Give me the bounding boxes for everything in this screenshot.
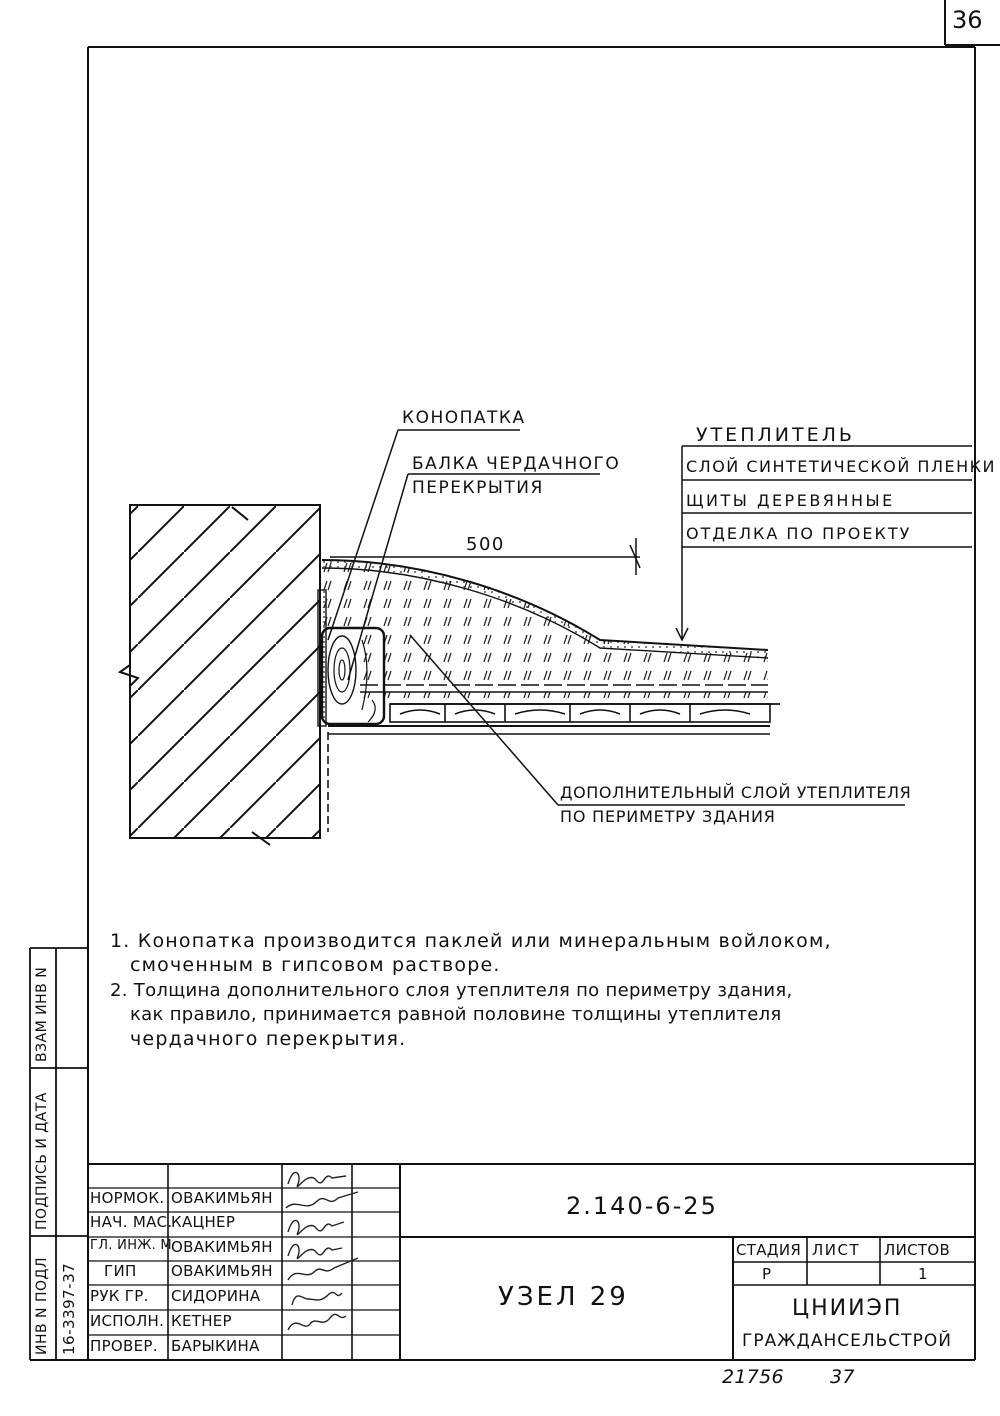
side-strip-lines	[29, 947, 88, 1360]
sheet-header: ЛИСТ	[812, 1241, 861, 1259]
wooden-boards	[328, 703, 771, 735]
strip-inv-number: 16-3397-37	[60, 1262, 78, 1355]
tb-role: ПРОВЕР.	[90, 1337, 158, 1355]
sheets-header: ЛИСТОВ	[884, 1241, 951, 1259]
note-2-line3: чердачного перекрытия.	[130, 1028, 407, 1050]
tb-role: ГЛ. ИНЖ. М	[90, 1238, 172, 1253]
tb-name: ОВАКИМЬЯН	[171, 1262, 273, 1280]
page-frame	[30, 0, 1000, 1361]
org-name-1: ЦНИИЭП	[792, 1296, 903, 1321]
page-number: 36	[952, 6, 983, 34]
label-beam-line1: БАЛКА ЧЕРДАЧНОГО	[412, 454, 621, 474]
sheets-value: 1	[918, 1265, 928, 1283]
tb-name: СИДОРИНА	[171, 1287, 261, 1305]
label-boards: ЩИТЫ ДЕРЕВЯННЫЕ	[686, 491, 895, 510]
note-1-line1: 1. Конопатка производится паклей или мин…	[110, 930, 832, 952]
tb-name: БАРЫКИНА	[171, 1337, 260, 1355]
signatures	[285, 1171, 359, 1331]
tb-role: ИСПОЛН.	[90, 1312, 165, 1330]
tb-name: ОВАКИМЬЯН	[171, 1189, 273, 1207]
attic-beam	[317, 589, 386, 727]
label-konopatka: КОНОПАТКА	[402, 408, 526, 428]
dimension-500: 500	[466, 534, 505, 555]
strip-podpis-data: ПОДПИСЬ И ДАТА	[34, 1092, 50, 1230]
note-2-line1: 2. Толщина дополнительного слоя утеплите…	[110, 980, 793, 1001]
insulation-layer	[321, 559, 780, 705]
strip-inv-podl: ИНВ N ПОДЛ	[34, 1257, 50, 1355]
tb-role: НОРМОК.	[90, 1189, 165, 1207]
label-extra-layer-1: ДОПОЛНИТЕЛЬНЫЙ СЛОЙ УТЕПЛИТЕЛЯ	[560, 783, 912, 802]
footer-number: 21756	[722, 1366, 784, 1388]
stage-header: СТАДИЯ	[736, 1241, 802, 1259]
note-2-line2: как правило, принимается равной половине…	[130, 1004, 782, 1025]
doc-code: 2.140-6-25	[566, 1192, 718, 1220]
tb-name: ОВАКИМЬЯН	[171, 1238, 273, 1256]
masonry-wall	[117, 504, 329, 846]
label-beam-line2: ПЕРЕКРЫТИЯ	[412, 478, 544, 498]
title-block-lines	[88, 1163, 975, 1360]
label-film: СЛОЙ СИНТЕТИЧЕСКОЙ ПЛЕНКИ	[686, 457, 996, 476]
sheet-title: УЗЕЛ 29	[498, 1282, 629, 1312]
label-finish: ОТДЕЛКА ПО ПРОЕКТУ	[686, 524, 912, 543]
footer-page: 37	[830, 1366, 855, 1388]
label-extra-layer-2: ПО ПЕРИМЕТРУ ЗДАНИЯ	[560, 807, 776, 826]
strip-vzam-inv: ВЗАМ ИНВ N	[34, 966, 50, 1062]
note-1-line2: смоченным в гипсовом растворе.	[130, 954, 501, 976]
org-name-2: ГРАЖДАНСЕЛЬСТРОЙ	[742, 1331, 952, 1351]
tb-name: КЕТНЕР	[171, 1312, 232, 1330]
leader-lines	[327, 429, 972, 806]
stage-value: Р	[762, 1265, 772, 1283]
tb-role: РУК ГР.	[90, 1287, 149, 1305]
tb-role: НАЧ. МАС.	[90, 1213, 173, 1231]
tb-role: ГИП	[104, 1262, 137, 1280]
tb-name: КАЦНЕР	[171, 1213, 236, 1231]
label-insulation: УТЕПЛИТЕЛЬ	[696, 424, 855, 446]
